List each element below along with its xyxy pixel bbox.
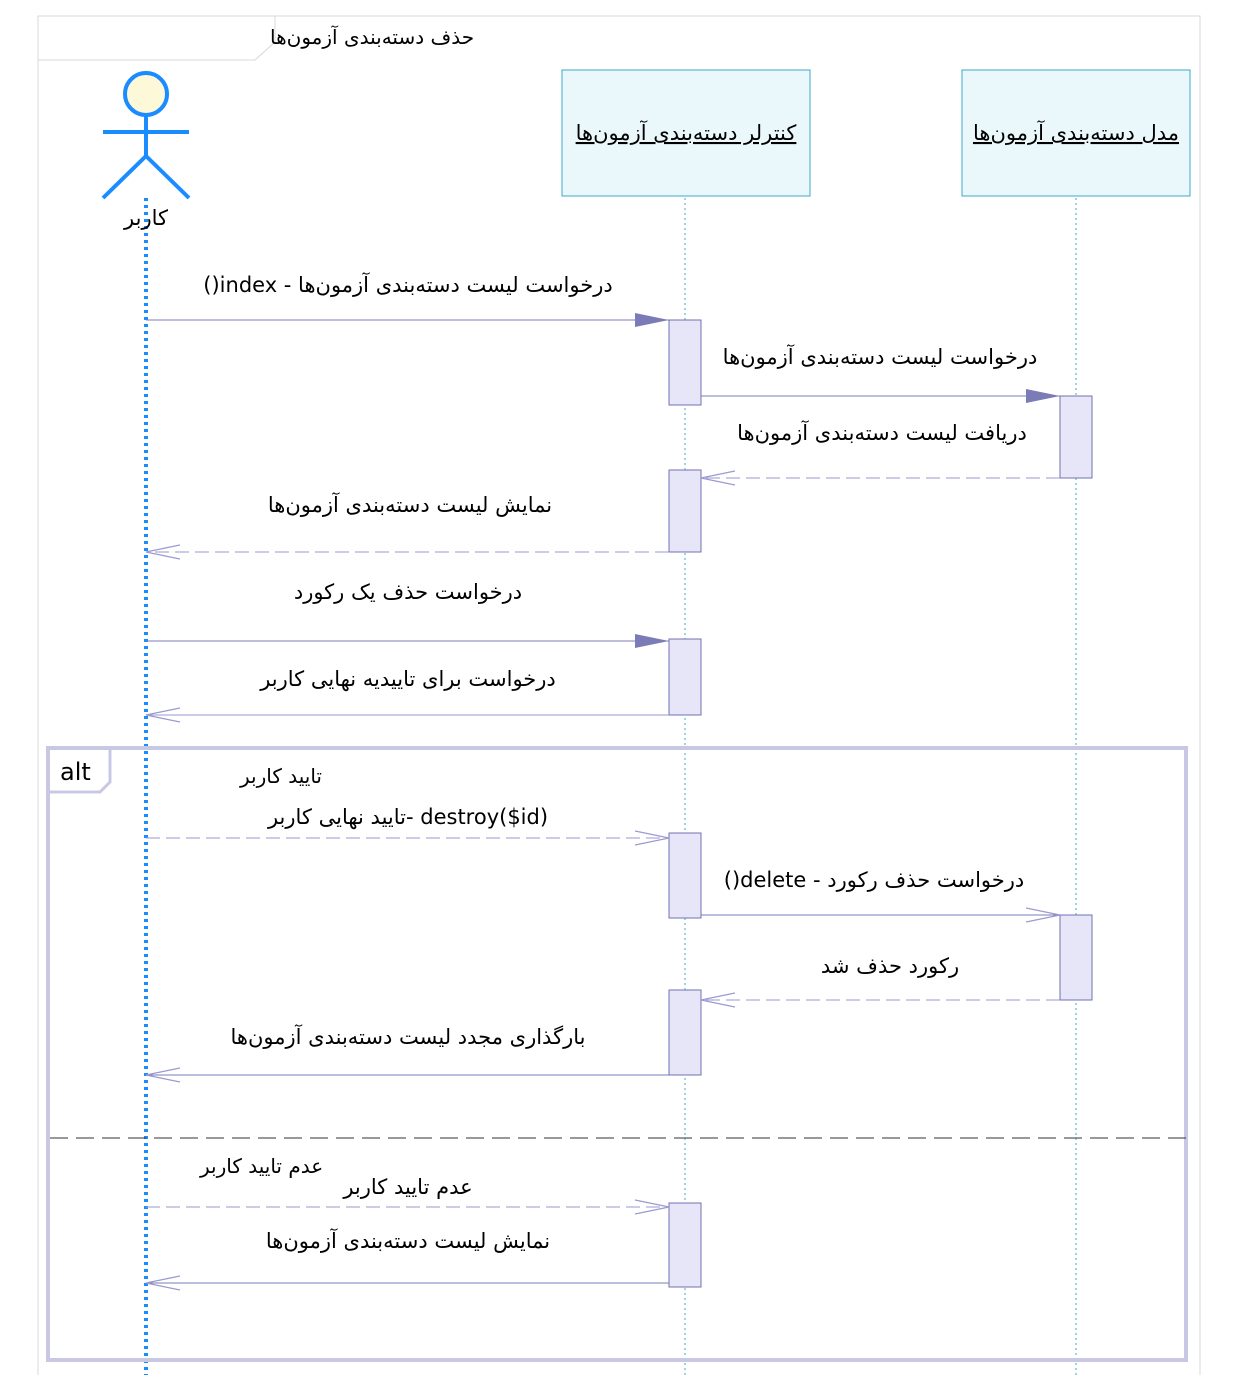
activation-bar: [1059, 914, 1093, 1001]
message-label: درخواست برای تاییدیه نهایی کاربر: [259, 667, 556, 691]
frame-title: حذف دسته‌بندی آزمون‌ها: [270, 24, 474, 49]
message-label: دریافت لیست دسته‌بندی آزمون‌ها: [737, 420, 1027, 445]
actor-label: کاربر: [123, 206, 168, 230]
activation-bar: [668, 319, 702, 406]
activation-bar: [668, 638, 702, 716]
model-lifeline-box: مدل دسته‌بندی آزمون‌ها: [961, 69, 1191, 197]
message-label: نمایش لیست دسته‌بندی آزمون‌ها: [266, 1228, 550, 1253]
alt-label: alt: [60, 758, 91, 786]
alt-fragment: alt تایید کاربر عدم تایید کاربر: [46, 746, 1188, 1362]
message-label: عدم تایید کاربر: [342, 1175, 472, 1199]
activation-bars: [668, 319, 1093, 1288]
model-label: مدل دسته‌بندی آزمون‌ها: [973, 120, 1179, 145]
message-label: درخواست حذف رکورد - delete(): [724, 868, 1024, 892]
message-label: نمایش لیست دسته‌بندی آزمون‌ها: [268, 492, 552, 517]
message-label: درخواست حذف یک رکورد: [294, 580, 522, 604]
activation-bar: [668, 832, 702, 919]
message-label: تایید نهایی کاربر- destroy($id): [267, 805, 548, 829]
message-label: رکورد حذف شد: [821, 954, 959, 978]
controller-lifeline-box: کنترلر دسته‌بندی آزمون‌ها: [561, 69, 811, 197]
activation-bar: [668, 469, 702, 553]
controller-label: کنترلر دسته‌بندی آزمون‌ها: [576, 120, 797, 145]
message-label: درخواست لیست دسته‌بندی آزمون‌ها: [723, 344, 1038, 369]
alt-guard-reject: عدم تایید کاربر: [199, 1154, 323, 1178]
alt-guard-confirm: تایید کاربر: [239, 764, 322, 788]
activation-bar: [1059, 395, 1093, 479]
activation-bar: [668, 989, 702, 1076]
diagram-frame: حذف دسته‌بندی آزمون‌ها: [37, 15, 1201, 1375]
messages: درخواست لیست دسته‌بندی آزمون‌ها - index(…: [146, 272, 1060, 1283]
activation-bar: [668, 1202, 702, 1288]
user-actor-icon: [101, 71, 191, 200]
message-label: بارگذاری مجدد لیست دسته‌بندی آزمون‌ها: [231, 1024, 586, 1049]
message-label: درخواست لیست دسته‌بندی آزمون‌ها - index(…: [203, 272, 612, 297]
